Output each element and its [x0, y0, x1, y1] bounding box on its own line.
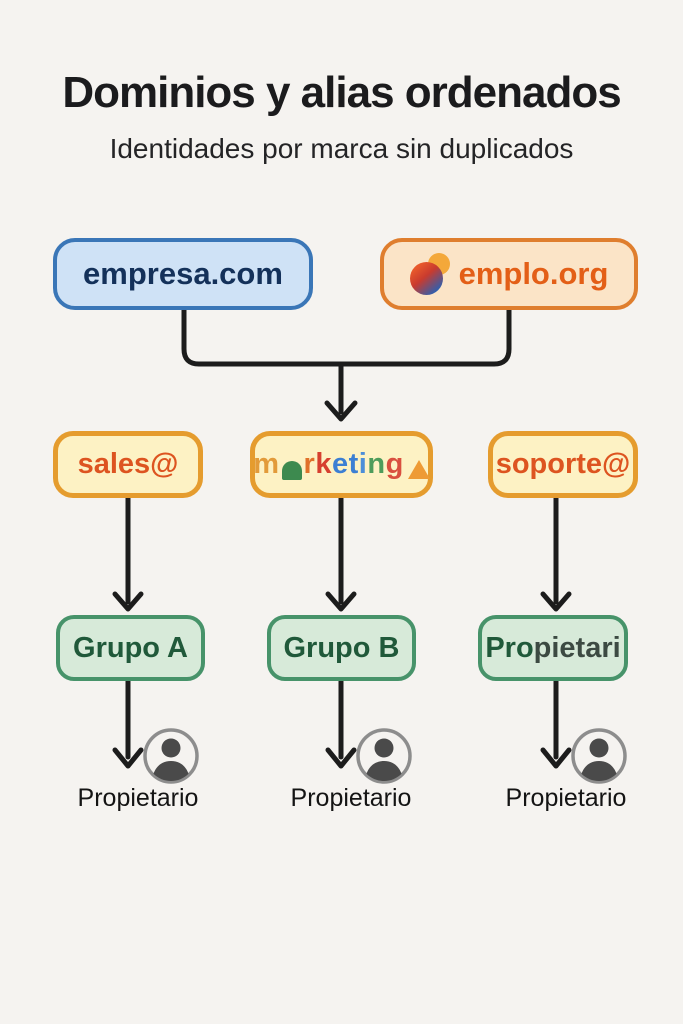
- marketing-letter: m: [253, 448, 280, 480]
- domain-join-line: [181, 305, 512, 367]
- trunk-arrowhead: [324, 400, 358, 422]
- marketing-letter: e: [331, 448, 349, 480]
- owner-arrowhead-col1: [112, 747, 144, 769]
- marketing-letter: g: [385, 448, 404, 480]
- domain-label-emplo: emplo.org: [458, 256, 609, 291]
- marketing-letter: k: [315, 448, 332, 480]
- owner-arrowhead-col2: [325, 747, 357, 769]
- page-title: Dominios y alias ordenados: [62, 68, 621, 117]
- group-label-b: Grupo B: [283, 631, 400, 664]
- owner-label: Propietario: [77, 784, 199, 812]
- owner-label: Propietario: [505, 784, 627, 812]
- marketing-letter: r: [303, 448, 316, 480]
- arrowhead-col2: [325, 591, 357, 612]
- alias-node-soporte: soporte@: [488, 431, 638, 498]
- group-node-a: Grupo A: [56, 615, 205, 681]
- marketing-letter: t: [348, 448, 359, 480]
- emplo-logo-ball: [409, 262, 443, 295]
- marketing-letter: n: [367, 448, 386, 480]
- alias-label-sales: sales@: [77, 448, 179, 480]
- arrowhead-col3: [540, 591, 572, 612]
- marketing-letter: [407, 460, 430, 479]
- owner-avatar-icon: [141, 726, 201, 786]
- emplo-logo-icon: [409, 253, 450, 295]
- marketing-letter: i: [358, 448, 368, 480]
- owner-avatar-icon: [354, 726, 414, 786]
- owner-arrowhead-col3: [540, 747, 572, 769]
- owner-label: Propietario: [290, 784, 412, 812]
- owner-avatar-icon: [569, 726, 629, 786]
- alias-label-soporte: soporte@: [495, 448, 631, 480]
- arrowhead-col1: [112, 591, 144, 612]
- group-node-b: Grupo B: [267, 615, 416, 681]
- group-label-propietari-rest: pietari: [533, 631, 621, 664]
- alias-node-sales: sales@: [53, 431, 203, 498]
- domain-node-empresa: empresa.com: [53, 238, 313, 310]
- domain-label-empresa: empresa.com: [83, 256, 283, 291]
- page-subtitle: Identidades por marca sin duplicados: [109, 133, 574, 164]
- marketing-letter: [281, 461, 302, 480]
- group-label-a: Grupo A: [73, 631, 188, 664]
- group-label-propietari-bold: Pro: [485, 631, 534, 664]
- domain-node-emplo: emplo.org: [380, 238, 638, 310]
